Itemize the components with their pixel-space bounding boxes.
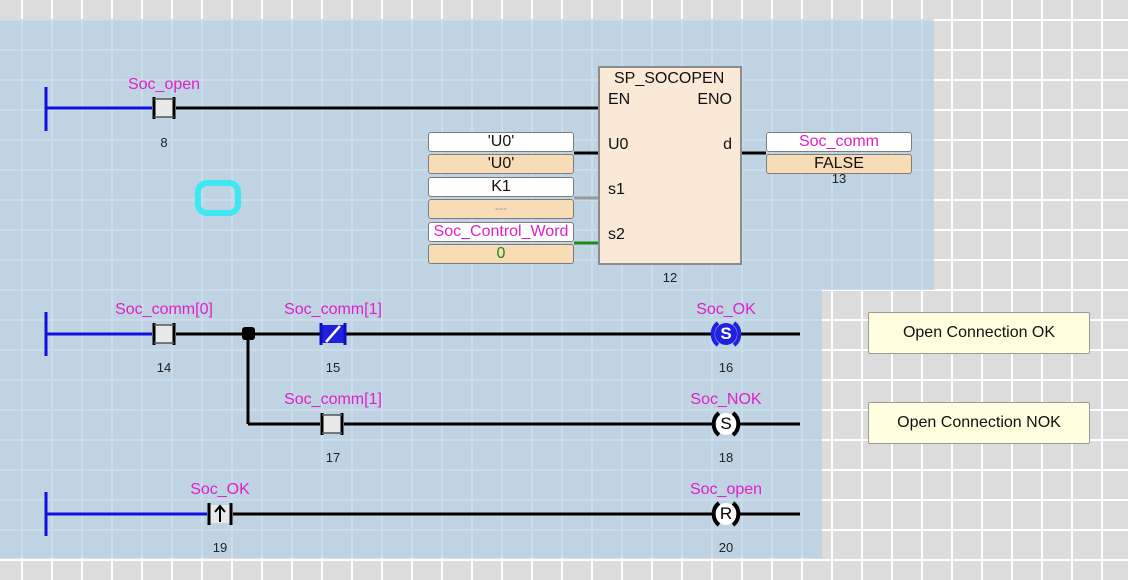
contact-soc-comm-1-number: 17: [325, 450, 341, 465]
coil-symbol-soc-open: R: [719, 504, 733, 523]
contact-soc-comm-1-nc-number: 15: [325, 360, 341, 375]
contact-soc-comm-1-nc[interactable]: [319, 323, 347, 345]
d-output-number: 13: [831, 171, 847, 186]
cursor-marker: [195, 180, 241, 216]
contact-soc-comm-1-nc-label: Soc_comm[1]: [284, 301, 382, 318]
open-connection-ok-button[interactable]: Open Connection OK: [868, 312, 1090, 354]
rung-3: [246, 334, 800, 437]
d-output-value: FALSE: [766, 154, 912, 174]
contact-soc-comm-0-label: Soc_comm[0]: [115, 301, 213, 318]
coil-soc-nok-label: Soc_NOK: [690, 391, 762, 408]
contact-soc-open-number: 8: [160, 135, 168, 150]
set-coil-soc-ok[interactable]: [710, 321, 742, 347]
contact-soc-comm-0-number: 14: [156, 360, 172, 375]
pin-s2: s2: [608, 226, 625, 243]
coil-soc-ok-label: Soc_OK: [696, 301, 756, 318]
set-coil-soc-nok[interactable]: [711, 411, 741, 437]
s2-input-value: 0: [428, 244, 574, 264]
function-block-number: 12: [662, 270, 678, 285]
s1-input-value: ---: [428, 199, 574, 219]
contact-soc-ok-label: Soc_OK: [190, 481, 250, 498]
open-connection-nok-button[interactable]: Open Connection NOK: [868, 402, 1090, 444]
coil-symbol-soc-nok: S: [720, 414, 732, 433]
contact-soc-open-label: Soc_open: [127, 76, 201, 93]
contact-soc-ok-number: 19: [212, 540, 228, 555]
coil-symbol-soc-ok: S: [720, 324, 732, 343]
function-block-sp-socopen[interactable]: SP_SOCOPEN EN ENO U0 d s1 s2: [598, 66, 742, 265]
pin-eno: ENO: [697, 91, 732, 108]
s1-input-variable[interactable]: K1: [428, 177, 574, 197]
u0-input-value: 'U0': [428, 154, 574, 174]
coil-soc-open-number: 20: [718, 540, 734, 555]
rung-4: [44, 492, 800, 536]
block-title: SP_SOCOPEN: [614, 70, 725, 87]
d-output-variable[interactable]: Soc_comm: [766, 132, 912, 152]
contact-soc-comm-1-label: Soc_comm[1]: [284, 391, 382, 408]
pin-en: EN: [608, 91, 631, 108]
s2-input-variable[interactable]: Soc_Control_Word: [428, 222, 574, 242]
coil-soc-open-label: Soc_open: [689, 481, 763, 498]
contact-soc-open[interactable]: [152, 97, 176, 119]
u0-input-variable[interactable]: 'U0': [428, 132, 574, 152]
reset-coil-soc-open[interactable]: [711, 501, 741, 527]
coil-soc-ok-number: 16: [718, 360, 734, 375]
rising-edge-contact-soc-ok[interactable]: [207, 503, 233, 525]
rung-2: [44, 312, 800, 356]
coil-soc-nok-number: 18: [718, 450, 734, 465]
pin-s1: s1: [608, 181, 625, 198]
contact-soc-comm-0[interactable]: [152, 323, 176, 345]
contact-soc-comm-1[interactable]: [320, 413, 344, 435]
rung-1: [44, 87, 766, 245]
pin-d: d: [723, 136, 732, 153]
pin-u0: U0: [608, 136, 629, 153]
branch-junction: [242, 327, 255, 340]
